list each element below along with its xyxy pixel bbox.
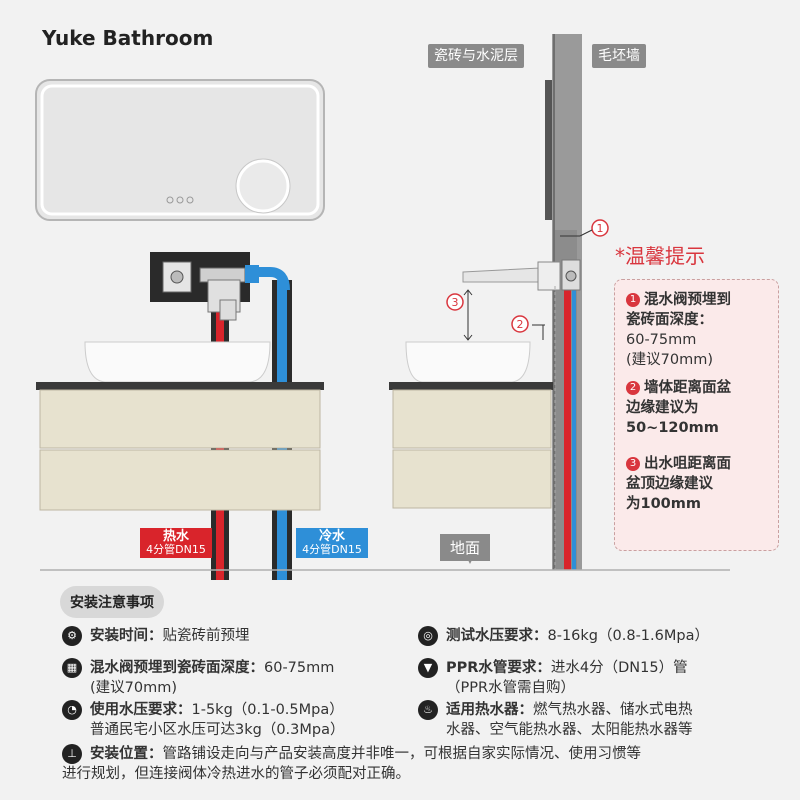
tip-box <box>614 279 779 551</box>
notes-title: 安装注意事项 <box>60 586 164 618</box>
tip-3-line1: 出水咀距离面 <box>644 456 731 472</box>
brand-title: Yuke Bathroom <box>42 26 214 50</box>
tip-1-num: 1 <box>626 293 640 307</box>
note-depth: 混水阀预埋到瓷砖面深度：60-75mm (建议70mm) <box>90 658 334 698</box>
note-position-text: 管路铺设走向与产品安装高度并非唯一，可根据自家实际情况、使用习惯等 <box>162 746 642 762</box>
tip-2-line3: 50~120mm <box>626 420 719 436</box>
test-gauge-icon: ◎ <box>418 626 438 646</box>
led-mirror <box>35 79 325 221</box>
tip-1-line4: (建议70mm) <box>626 352 714 368</box>
note-position-text2: 进行规划，但连接阀体冷热进水的管子必须配对正确。 <box>62 766 410 782</box>
marker-3: 3 <box>446 293 464 311</box>
ppr-pipe-icon: ▼ <box>418 658 438 678</box>
note-heater: 适用热水器：燃气热水器、储水式电热 水器、空气能热水器、太阳能热水器等 <box>446 700 693 740</box>
note-pressure-use-label: 使用水压要求： <box>90 702 192 718</box>
left-vanity <box>36 341 324 511</box>
note-heater-text2: 水器、空气能热水器、太阳能热水器等 <box>446 722 693 738</box>
right-vanity <box>389 341 553 509</box>
cold-water-text: 冷水 <box>318 529 345 544</box>
note-pressure-use-text2: 普通民宅小区水压可达3kg（0.3Mpa） <box>90 722 345 738</box>
installation-diagram: 1 2 3 <box>35 34 730 580</box>
tip-1-line1: 混水阀预埋到 <box>644 292 731 308</box>
hot-water-label: 热水 4分管DN15 <box>140 528 212 558</box>
tip-2-line1: 墙体距离面盆 <box>644 380 731 396</box>
note-ppr: PPR水管要求：进水4分（DN15）管 （PPR水管需自购） <box>446 658 688 698</box>
hot-water-text: 热水 <box>162 529 189 544</box>
marker-3-text: 3 <box>452 296 459 309</box>
tip-title: *温馨提示 <box>615 244 705 268</box>
note-depth-text: 60-75mm <box>264 660 335 676</box>
tip-2-line2: 边缘建议为 <box>626 400 699 416</box>
wall-faucet <box>462 261 561 291</box>
note-ppr-label: PPR水管要求： <box>446 660 551 676</box>
gear-icon: ⚙ <box>62 626 82 646</box>
marker-2-text: 2 <box>517 318 524 331</box>
note-heater-label: 适用热水器： <box>446 702 533 718</box>
mixing-valve-box <box>150 252 259 321</box>
note-position: 安装位置：管路铺设走向与产品安装高度并非唯一，可根据自家实际情况、使用习惯等 进… <box>62 744 790 784</box>
note-pressure-test: 测试水压要求：8-16kg（0.8-1.6Mpa） <box>446 626 709 646</box>
gauge-icon: ◔ <box>62 700 82 720</box>
hot-water-spec: 4分管DN15 <box>146 543 206 556</box>
note-pressure-use-text: 1-5kg（0.1-0.5Mpa） <box>191 702 344 718</box>
note-pressure-use: 使用水压要求：1-5kg（0.1-0.5Mpa） 普通民宅小区水压可达3kg（0… <box>90 700 345 740</box>
tile-layer-tag: 瓷砖与水泥层 <box>428 44 524 68</box>
tip-3-line3: 为100mm <box>626 496 701 512</box>
note-ppr-text: 进水4分（DN15）管 <box>550 660 688 676</box>
tip-1: 1 混水阀预埋到 瓷砖面深度： 60-75mm (建议70mm) <box>626 290 776 370</box>
note-depth-text2: (建议70mm) <box>90 680 178 696</box>
note-position-label: 安装位置： <box>90 746 163 762</box>
cold-water-spec: 4分管DN15 <box>302 543 362 556</box>
tip-2: 2 墙体距离面盆 边缘建议为 50~120mm <box>626 378 776 438</box>
wall-section <box>545 34 582 570</box>
tip-3: 3 出水咀距离面 盆顶边缘建议 为100mm <box>626 454 776 514</box>
dimension-lines <box>463 235 580 341</box>
rough-wall-tag: 毛坯墙 <box>592 44 646 68</box>
note-pressure-test-text: 8-16kg（0.8-1.6Mpa） <box>547 628 709 644</box>
note-heater-text: 燃气热水器、储水式电热 <box>533 702 693 718</box>
marker-1-text: 1 <box>597 222 604 235</box>
tip-2-num: 2 <box>626 381 640 395</box>
floor-label: 地面 <box>440 534 491 561</box>
cold-water-label: 冷水 4分管DN15 <box>296 528 368 558</box>
water-heater-icon: ♨ <box>418 700 438 720</box>
tip-1-line2: 瓷砖面深度： <box>626 312 713 328</box>
note-pressure-test-label: 测试水压要求： <box>446 628 548 644</box>
marker-2: 2 <box>511 315 529 333</box>
note-install-time: 安装时间：贴瓷砖前预埋 <box>90 626 250 646</box>
note-install-time-label: 安装时间： <box>90 628 163 644</box>
tip-1-line3: 60-75mm <box>626 332 697 348</box>
note-ppr-text2: （PPR水管需自购） <box>446 680 576 696</box>
tip-3-line2: 盆顶边缘建议 <box>626 476 713 492</box>
tip-3-num: 3 <box>626 457 640 471</box>
ruler-icon: ▦ <box>62 658 82 678</box>
position-icon: ⊥ <box>62 744 82 764</box>
note-depth-label: 混水阀预埋到瓷砖面深度： <box>90 660 264 676</box>
marker-1: 1 <box>579 219 609 237</box>
note-install-time-text: 贴瓷砖前预埋 <box>162 628 250 644</box>
